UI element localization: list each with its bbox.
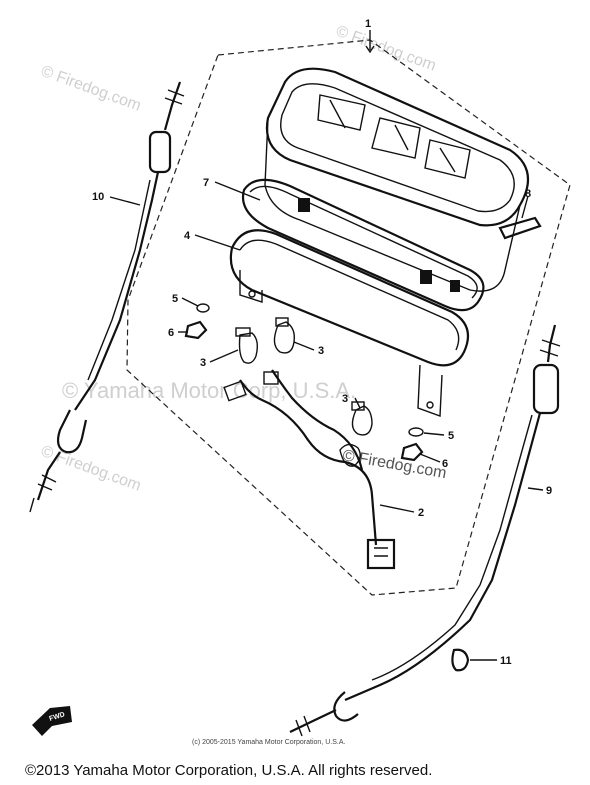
watermark-yamaha: © Yamaha Motor Corp, U.S.A. <box>62 378 356 403</box>
watermark-firedog-mid-left: © Firedog.com <box>39 443 144 495</box>
assembly-outline <box>126 39 571 596</box>
callout-5a: 5 <box>172 293 178 305</box>
nut-part-6a <box>184 320 208 340</box>
meter-housing <box>264 67 530 292</box>
callout-10: 10 <box>92 191 104 203</box>
callout-1: 1 <box>365 18 371 30</box>
washer-part-5a <box>196 303 210 313</box>
washer-part-5b <box>408 427 424 437</box>
callout-5b: 5 <box>448 430 454 442</box>
clamp-part-11 <box>451 648 470 672</box>
cable-part-9 <box>289 324 561 737</box>
callout-4: 4 <box>184 230 191 242</box>
callout-3a: 3 <box>200 357 206 369</box>
gasket-part-7 <box>241 178 485 312</box>
leader-lines <box>109 181 544 661</box>
bulb-part-3a <box>235 327 259 364</box>
nut-part-6b <box>400 442 424 462</box>
callout-6a: 6 <box>168 327 174 339</box>
fwd-label: FWD <box>48 711 65 723</box>
callout-2: 2 <box>418 507 424 519</box>
callout-8: 8 <box>525 188 531 200</box>
bulb-part-3b <box>273 317 296 354</box>
watermark-firedog-top-left: © Firedog.com <box>39 63 144 115</box>
watermark-firedog-top-right: © Firedog.com <box>334 23 439 75</box>
bulb-part-3c <box>351 401 373 436</box>
bracket-part-4 <box>229 229 470 417</box>
callout-7: 7 <box>203 177 209 189</box>
callout-3b: 3 <box>318 345 324 357</box>
wire-harness-part-2 <box>223 369 396 570</box>
fwd-arrow-icon: FWD <box>32 706 72 736</box>
callout-3c: 3 <box>342 393 348 405</box>
callout-11: 11 <box>500 655 512 667</box>
copyright-notice: ©2013 Yamaha Motor Corporation, U.S.A. A… <box>25 762 432 779</box>
small-copyright: (c) 2005-2015 Yamaha Motor Corporation, … <box>192 739 345 746</box>
leader-1 <box>365 30 375 54</box>
socket-part-8 <box>498 216 542 240</box>
callout-6b: 6 <box>442 458 448 470</box>
cable-part-10 <box>29 81 185 513</box>
callout-9: 9 <box>546 485 552 497</box>
watermark-firedog-center: © Firedog.com <box>341 447 448 482</box>
